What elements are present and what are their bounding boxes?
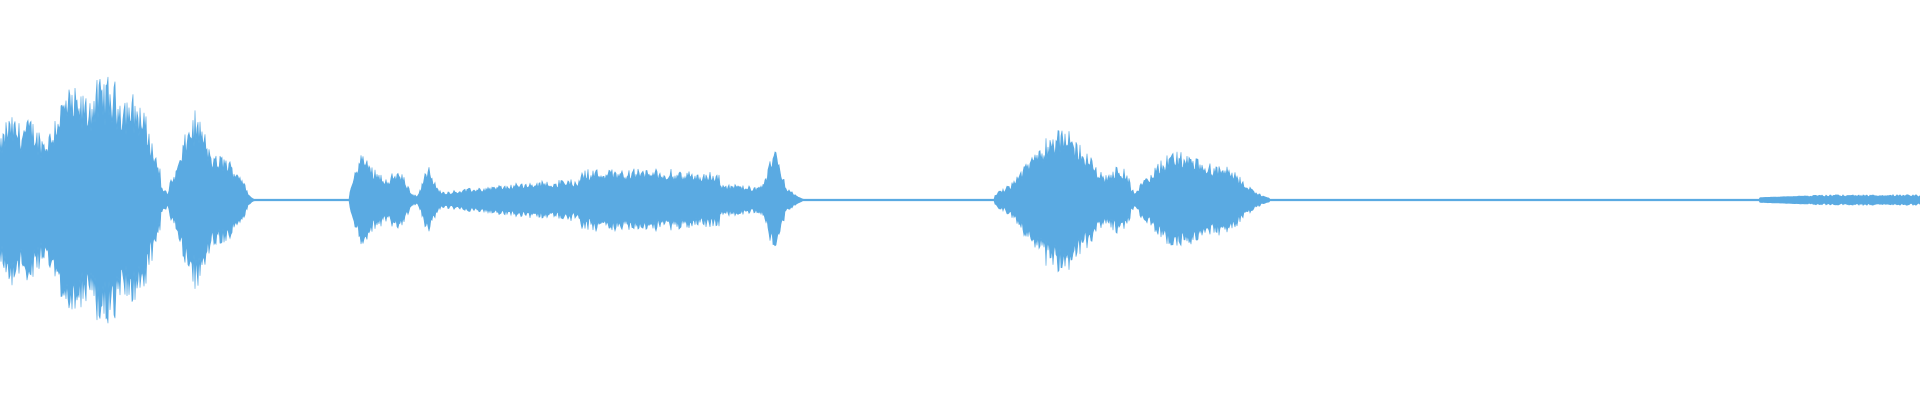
waveform-envelope <box>0 76 1920 324</box>
